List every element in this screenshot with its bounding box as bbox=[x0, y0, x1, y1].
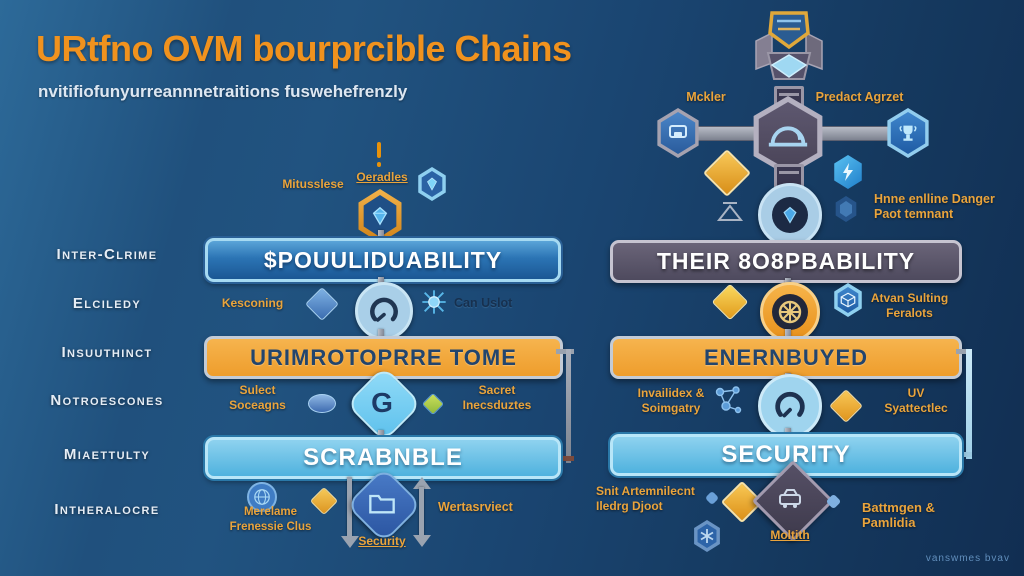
bracket-line bbox=[966, 349, 972, 459]
folder-glyph-icon bbox=[366, 488, 398, 518]
oval-node-icon bbox=[308, 394, 336, 413]
center-bottom-badge-label: Security bbox=[358, 534, 406, 548]
gold-diamond-icon bbox=[829, 389, 863, 423]
trophy-hexagon-icon bbox=[887, 108, 929, 158]
network-icon bbox=[712, 382, 744, 421]
medal-badge-icon bbox=[758, 183, 822, 247]
blue-diamond-icon bbox=[305, 287, 339, 321]
globe-icon bbox=[247, 482, 277, 512]
banner-their-osbpability: THEIR 8O8PBABILITY bbox=[610, 240, 962, 283]
connector bbox=[785, 278, 791, 285]
arrow-updown-head-icon bbox=[413, 477, 431, 489]
exclamation-dot-icon bbox=[377, 162, 381, 167]
arrow-down-head-icon bbox=[341, 536, 359, 548]
left-label-1: Inter-Clrime bbox=[56, 246, 158, 263]
connector bbox=[378, 277, 384, 285]
left-label-4: Notroescones bbox=[50, 392, 164, 409]
right-top-label-right: Predact Agrzet bbox=[815, 90, 904, 104]
bracket-stub bbox=[956, 349, 972, 354]
left-label-2: Elciledy bbox=[72, 295, 142, 312]
bracket-stub bbox=[556, 456, 574, 461]
center-row1-label-right: Can Uslot bbox=[454, 296, 513, 310]
cube-hexagon-icon bbox=[834, 283, 862, 317]
right-bottom-label-right: Battmgen & Pamlidia bbox=[862, 500, 935, 530]
right-top-label-left: Mckler bbox=[686, 90, 726, 104]
green-diamond-icon bbox=[421, 392, 445, 416]
banner-enernbuyed: ENERNBUYED bbox=[610, 336, 962, 379]
right-bottom-badge-label: Moltith bbox=[770, 528, 810, 542]
exclamation-icon bbox=[377, 142, 381, 158]
bracket-line bbox=[566, 349, 571, 463]
bolt-hexagon-icon bbox=[834, 155, 862, 189]
trophy-shield-icon bbox=[748, 5, 830, 92]
screen-hexagon-icon bbox=[657, 108, 699, 158]
right-top-note: Hnne enlline Danger Paot temnant bbox=[874, 192, 995, 221]
banner-urimrotoprre-tome: URIMROTOPRRE TOME bbox=[204, 336, 563, 379]
small-hexagon-icon bbox=[835, 196, 857, 222]
g-badge-letter: G bbox=[371, 387, 393, 418]
connector bbox=[785, 428, 791, 434]
building-glyph-icon bbox=[772, 482, 808, 514]
watermark: vanswmes bvav bbox=[925, 553, 1010, 564]
gem-hexagon-icon bbox=[418, 167, 446, 201]
gold-diamond-icon bbox=[702, 148, 752, 198]
marker-triangle-icon bbox=[716, 202, 744, 229]
connector bbox=[378, 430, 384, 437]
center-row2-label-right: Sacret Inecsduztes bbox=[462, 383, 532, 412]
center-bottom-label-right: Wertasrviect bbox=[438, 500, 513, 514]
right-row2-label-right: UV Syattectlec bbox=[884, 386, 948, 415]
spark-icon bbox=[420, 288, 448, 321]
right-row2-label-left: Invailidex & Soimgatry bbox=[637, 386, 705, 415]
connector bbox=[378, 230, 384, 239]
arrow-updown-head-icon bbox=[413, 535, 431, 547]
center-top-label-a: Mitusslese bbox=[282, 177, 344, 191]
gold-gem-icon bbox=[711, 283, 749, 321]
page-title: URtfno OVM bourprcible Chains bbox=[36, 28, 572, 69]
center-top-label-b: Oeradles bbox=[356, 170, 408, 184]
right-bottom-label-left: Snit Artemnilecnt Iledrg Djoot bbox=[596, 484, 695, 513]
left-label-6: Intheralocre bbox=[54, 501, 160, 518]
asterisk-hexagon-icon bbox=[694, 520, 720, 552]
bracket-stub bbox=[956, 452, 972, 457]
arrow-updown-icon bbox=[419, 487, 424, 537]
center-row1-label-left: Kesconing bbox=[221, 296, 284, 310]
arrow-down-icon bbox=[347, 477, 352, 537]
banner-spouluduability: $POUULIDUABILITY bbox=[205, 238, 561, 282]
connector bbox=[785, 329, 791, 337]
gauge-badge-icon bbox=[355, 282, 413, 340]
center-row2-label-left: Sulect Soceagns bbox=[229, 383, 286, 412]
right-row1-label: Atvan Sulting Feralots bbox=[870, 291, 949, 320]
connector bbox=[378, 329, 384, 337]
left-label-5: Miaettulty bbox=[63, 446, 151, 463]
left-label-3: Insuuthinct bbox=[61, 344, 153, 361]
bracket-stub bbox=[556, 349, 574, 354]
center-bottom-label-left: Merelame Frenessie Clus bbox=[229, 506, 312, 533]
page-subtitle: nvitifiofunyurreannnetraitions fuswehefr… bbox=[38, 82, 408, 101]
